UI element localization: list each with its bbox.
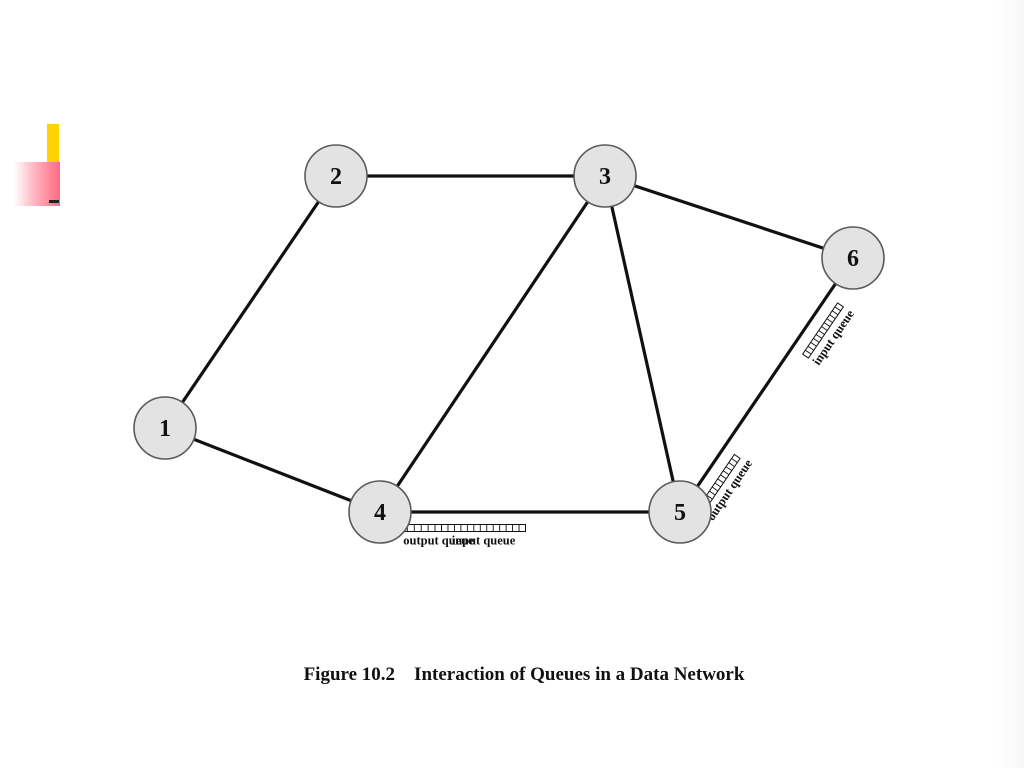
node-circle bbox=[573, 144, 637, 208]
queue-6-5: input queue bbox=[801, 302, 857, 368]
queue-slot bbox=[823, 322, 831, 327]
queue-slot bbox=[821, 326, 828, 331]
link-1-2 bbox=[163, 174, 338, 430]
link-3-4 bbox=[378, 174, 607, 514]
link-3-5 bbox=[603, 174, 682, 514]
node-5: 5 bbox=[648, 480, 712, 544]
node-circle bbox=[821, 226, 885, 290]
queue-slot bbox=[714, 482, 721, 488]
node-circle bbox=[304, 144, 368, 208]
queue-slot bbox=[818, 330, 825, 335]
accent-dash bbox=[49, 200, 59, 203]
accent-yellow-bar bbox=[47, 124, 59, 164]
accent-pink-block bbox=[14, 162, 60, 206]
node-circle bbox=[133, 396, 197, 460]
queue-slot bbox=[831, 310, 839, 316]
node-circle bbox=[648, 480, 712, 544]
queue-slot bbox=[810, 341, 817, 347]
links-layer bbox=[163, 174, 855, 514]
node-label: 4 bbox=[374, 500, 386, 526]
queue-slot bbox=[731, 458, 738, 463]
queue-slot bbox=[813, 338, 820, 343]
queue-label: input queue bbox=[452, 534, 516, 548]
nodes-layer: 1 2 3 4 5 6 bbox=[133, 144, 885, 544]
queue-slot bbox=[805, 349, 812, 355]
queue-slot bbox=[711, 486, 719, 492]
queue-slot bbox=[709, 490, 716, 496]
slide-accent-decoration bbox=[0, 0, 70, 220]
queue-slot bbox=[829, 314, 836, 320]
queue-slot bbox=[728, 462, 735, 467]
node-2: 2 bbox=[304, 144, 368, 208]
queue-slot bbox=[834, 306, 841, 312]
node-circle bbox=[348, 480, 412, 544]
queue-slot bbox=[807, 345, 815, 351]
queue-label: output queue bbox=[403, 534, 474, 548]
slide-right-edge bbox=[996, 0, 1024, 768]
queue-5-4: input queue bbox=[441, 524, 526, 548]
node-label: 5 bbox=[674, 500, 686, 526]
node-6: 6 bbox=[821, 226, 885, 290]
queue-slot bbox=[722, 470, 730, 476]
link-3-6 bbox=[603, 174, 855, 260]
figure-caption: Figure 10.2 Interaction of Queues in a D… bbox=[303, 664, 745, 685]
node-label: 2 bbox=[330, 164, 342, 190]
queue-slot bbox=[706, 494, 713, 500]
queue-slot bbox=[826, 318, 833, 323]
node-1: 1 bbox=[133, 396, 197, 460]
node-label: 3 bbox=[599, 164, 611, 190]
node-3: 3 bbox=[573, 144, 637, 208]
node-4: 4 bbox=[348, 480, 412, 544]
node-label: 6 bbox=[847, 246, 859, 272]
node-label: 1 bbox=[159, 416, 171, 442]
queue-slot bbox=[720, 474, 727, 480]
queue-slot bbox=[717, 478, 724, 484]
queue-slot bbox=[815, 334, 823, 339]
link-1-4 bbox=[163, 426, 382, 514]
link-5-6 bbox=[678, 256, 855, 514]
queue-buffer bbox=[441, 524, 526, 532]
queue-slot bbox=[725, 466, 733, 472]
